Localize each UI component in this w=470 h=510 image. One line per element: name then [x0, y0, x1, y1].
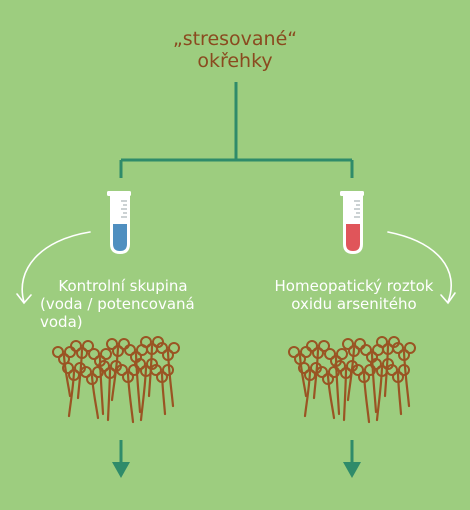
connector-tree — [119, 82, 354, 178]
diagram-title: „stresované“ okřehky — [0, 28, 470, 72]
curved-arrow-icon-right — [387, 231, 456, 305]
group-label-line: Homeopatický roztok — [274, 277, 434, 295]
group-label-line: (voda / potencovaná — [40, 295, 195, 313]
down-arrow-icon-right — [343, 440, 361, 478]
test-tube-icon-left — [107, 191, 131, 255]
sprouts-icon-right — [288, 336, 416, 424]
test-tube-icon-right — [340, 191, 364, 255]
group-label-control: Kontrolní skupina (voda / potencovaná vo… — [40, 277, 230, 331]
group-label-arsenic: Homeopatický roztok oxidu arsenitého — [262, 277, 446, 313]
group-label-line: oxidu arsenitého — [291, 295, 417, 313]
title-line-1: „stresované“ — [172, 28, 298, 50]
title-line-2: okřehky — [197, 50, 273, 72]
curved-arrow-icon-left — [16, 231, 91, 305]
group-label-line: voda) — [40, 313, 83, 331]
group-label-line: Kontrolní skupina — [58, 277, 188, 295]
down-arrow-icon-left — [112, 440, 130, 478]
sprouts-icon-left — [52, 336, 180, 424]
